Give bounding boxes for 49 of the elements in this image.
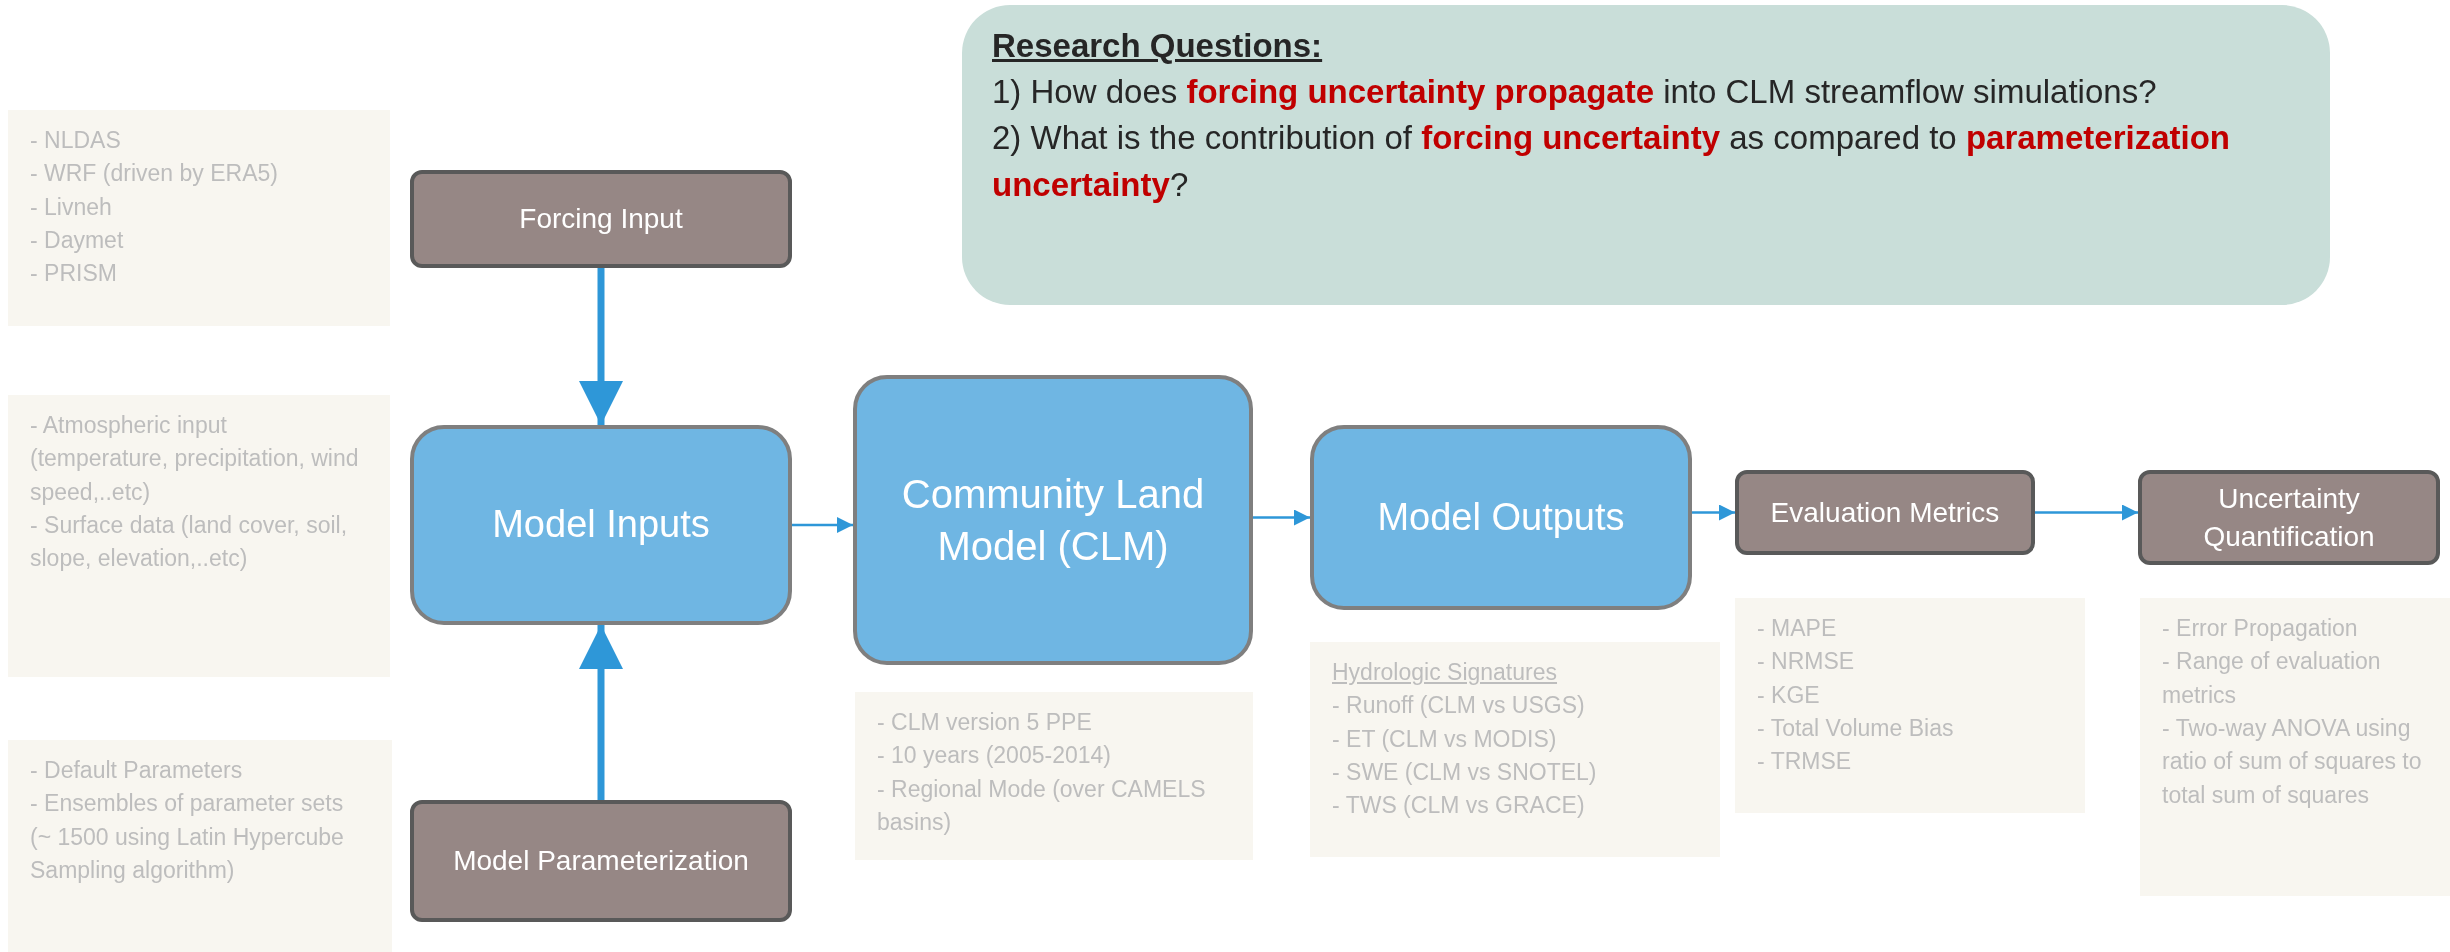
arrow — [1692, 504, 1735, 521]
note-text: - Total Volume Bias — [1757, 714, 1955, 744]
process-box — [853, 375, 1253, 665]
process-box — [410, 170, 792, 268]
note-text: - NLDAS — [30, 126, 122, 155]
note-text: - NRMSE — [1757, 647, 1856, 677]
note-text: - Surface data (land cover, soil, slope, elevation,..etc) — [30, 511, 349, 574]
process-box — [410, 800, 792, 922]
arrow — [579, 625, 623, 800]
heading: Research Questions: — [992, 26, 1324, 66]
note-text: - KGE — [1757, 680, 1821, 710]
note-text: - TWS (CLM vs GRACE) — [1332, 791, 1586, 821]
note-text: - MAPE — [1757, 614, 1838, 643]
note-text: - 10 years (2005-2014) — [877, 741, 1112, 771]
note-text: - Default Parameters — [30, 756, 244, 785]
note-text: - Error Propagation — [2162, 614, 2359, 643]
note-text: - WRF (driven by ERA5) — [30, 159, 279, 189]
process-box — [1735, 470, 2035, 555]
note-text: - Ensembles of parameter sets (~ 1500 using Latin Hypercube Sampling algorithm) — [30, 789, 345, 886]
question-text: 2) What is the contribution of forcing uncertainty as compared to parameterization uncertainty? — [992, 118, 2231, 205]
note-text: - Runoff (CLM vs USGS) — [1332, 691, 1586, 721]
heading: Hydrologic Signatures — [1332, 658, 1558, 687]
arrow — [792, 517, 853, 533]
note-text: - Regional Mode (over CAMELS basins) — [877, 774, 1207, 838]
note-text: - PRISM — [30, 259, 118, 289]
box-label: Community Land Model (CLM) — [900, 471, 1206, 570]
note-text: - SWE (CLM vs SNOTEL) — [1332, 758, 1598, 788]
note-text: - Range of evaluation metrics — [2162, 647, 2382, 710]
process-box — [410, 425, 792, 625]
note-text: - Daymet — [30, 226, 125, 256]
note-text: - TRMSE — [1757, 747, 1853, 777]
box-label: Uncertainty Quantification — [2202, 481, 2376, 554]
question-text: 1) How does forcing uncertainty propagate into CLM streamflow simulations? — [992, 72, 2158, 113]
box-label: Forcing Input — [519, 202, 683, 237]
note-text: - ET (CLM vs MODIS) — [1332, 724, 1558, 754]
box-label: Model Inputs — [492, 502, 710, 548]
question-panel — [962, 5, 2330, 305]
note-text: - Two-way ANOVA using ratio of sum of squares to total sum of squares — [2162, 714, 2423, 810]
box-label: Model Parameterization — [453, 844, 749, 879]
box-label: Model Outputs — [1377, 494, 1625, 540]
arrow — [1253, 509, 1310, 526]
box-label: Evaluation Metrics — [1770, 495, 2000, 530]
process-box — [1310, 425, 1692, 610]
process-box — [2138, 470, 2440, 565]
arrow — [2035, 504, 2138, 521]
note-text: - Livneh — [30, 192, 113, 222]
arrow — [579, 268, 623, 425]
note-text: - CLM version 5 PPE — [877, 708, 1093, 737]
note-text: - Atmospheric input (temperature, precipitation, wind speed,..etc) — [30, 411, 360, 507]
